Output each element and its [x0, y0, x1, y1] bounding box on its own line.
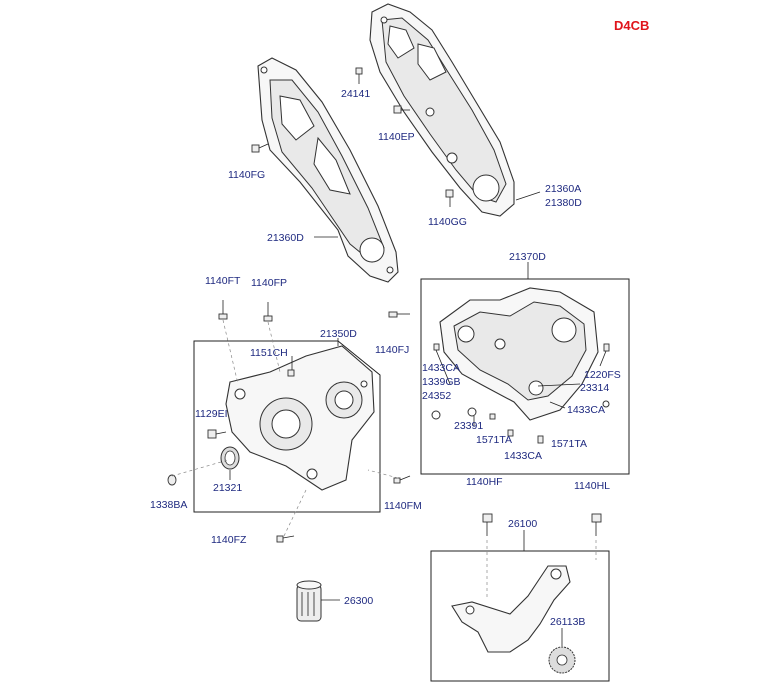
label-1220FS: 1220FS	[584, 369, 621, 381]
label-1140FZ: 1140FZ	[211, 534, 247, 546]
label-21350D: 21350D	[320, 328, 357, 340]
label-21360D: 21360D	[267, 232, 304, 244]
box-oil-strainer	[430, 550, 610, 682]
oil-pump-case	[439, 287, 599, 421]
timing-cover-inner	[369, 3, 515, 217]
bolt-1140FZ	[276, 535, 295, 543]
bolt-1140FP	[263, 302, 273, 322]
label-21380D: 21380D	[545, 197, 582, 209]
label-26300: 26300	[344, 595, 373, 607]
label-1571TA-left: 1571TA	[476, 434, 512, 446]
label-1571TA-right: 1571TA	[551, 438, 587, 450]
bolt-1140EP	[393, 105, 410, 114]
box-front-case	[193, 340, 381, 513]
bolt-1140HL	[591, 513, 602, 536]
label-1140HL: 1140HL	[574, 480, 610, 492]
label-1140GG: 1140GG	[428, 216, 467, 228]
alignment-lines	[171, 319, 597, 600]
label-1338BA: 1338BA	[150, 499, 187, 511]
label-24352: 24352	[422, 390, 451, 402]
label-1140EP: 1140EP	[378, 131, 415, 143]
label-1140FG: 1140FG	[228, 169, 265, 181]
oil-filter	[296, 580, 340, 622]
gear-26113B	[548, 646, 576, 674]
label-21370D: 21370D	[509, 251, 546, 263]
small-parts-pump-case	[431, 343, 610, 444]
bolt-1151CH	[287, 369, 295, 377]
bolt-1140FM	[393, 475, 411, 484]
label-1339GB: 1339GB	[422, 376, 461, 388]
callout-labels: 24141 1140EP 1140FG 21360A 21380D 1140GG…	[150, 88, 621, 628]
label-21360A: 21360A	[545, 183, 581, 195]
bolt-1338BA	[167, 474, 177, 486]
bolt-1140FT	[218, 300, 228, 320]
box-oil-pump-case	[420, 278, 630, 475]
label-1140FP: 1140FP	[251, 277, 287, 289]
oil-strainer	[451, 565, 571, 653]
engine-code: D4CB	[614, 18, 649, 33]
timing-cover-outer	[257, 57, 399, 283]
bolt-1140FJ	[388, 311, 410, 318]
label-1129EI: 1129EI	[195, 408, 228, 420]
label-1433CA-right: 1433CA	[567, 404, 605, 416]
label-1433CA-bottom: 1433CA	[504, 450, 542, 462]
label-1140FT: 1140FT	[205, 275, 241, 287]
bolt-1140HF	[482, 513, 493, 536]
label-1151CH: 1151CH	[250, 347, 288, 359]
label-26113B: 26113B	[550, 616, 585, 628]
front-case	[225, 345, 375, 491]
label-1433CA-top: 1433CA	[422, 362, 460, 374]
bolt-1140FG	[251, 143, 269, 153]
label-1140HF: 1140HF	[466, 476, 503, 488]
label-1140FJ: 1140FJ	[375, 344, 409, 356]
seal-21321	[220, 446, 240, 470]
label-23391: 23391	[454, 420, 483, 432]
leader-lines	[229, 191, 581, 646]
label-26100: 26100	[508, 518, 537, 530]
bolt-1140GG	[445, 189, 454, 207]
label-1140FM: 1140FM	[384, 500, 422, 512]
label-24141: 24141	[341, 88, 370, 100]
label-21321: 21321	[213, 482, 242, 494]
bolt-24141	[355, 67, 363, 84]
label-23314: 23314	[580, 382, 609, 394]
bolt-1129EI	[207, 429, 227, 439]
